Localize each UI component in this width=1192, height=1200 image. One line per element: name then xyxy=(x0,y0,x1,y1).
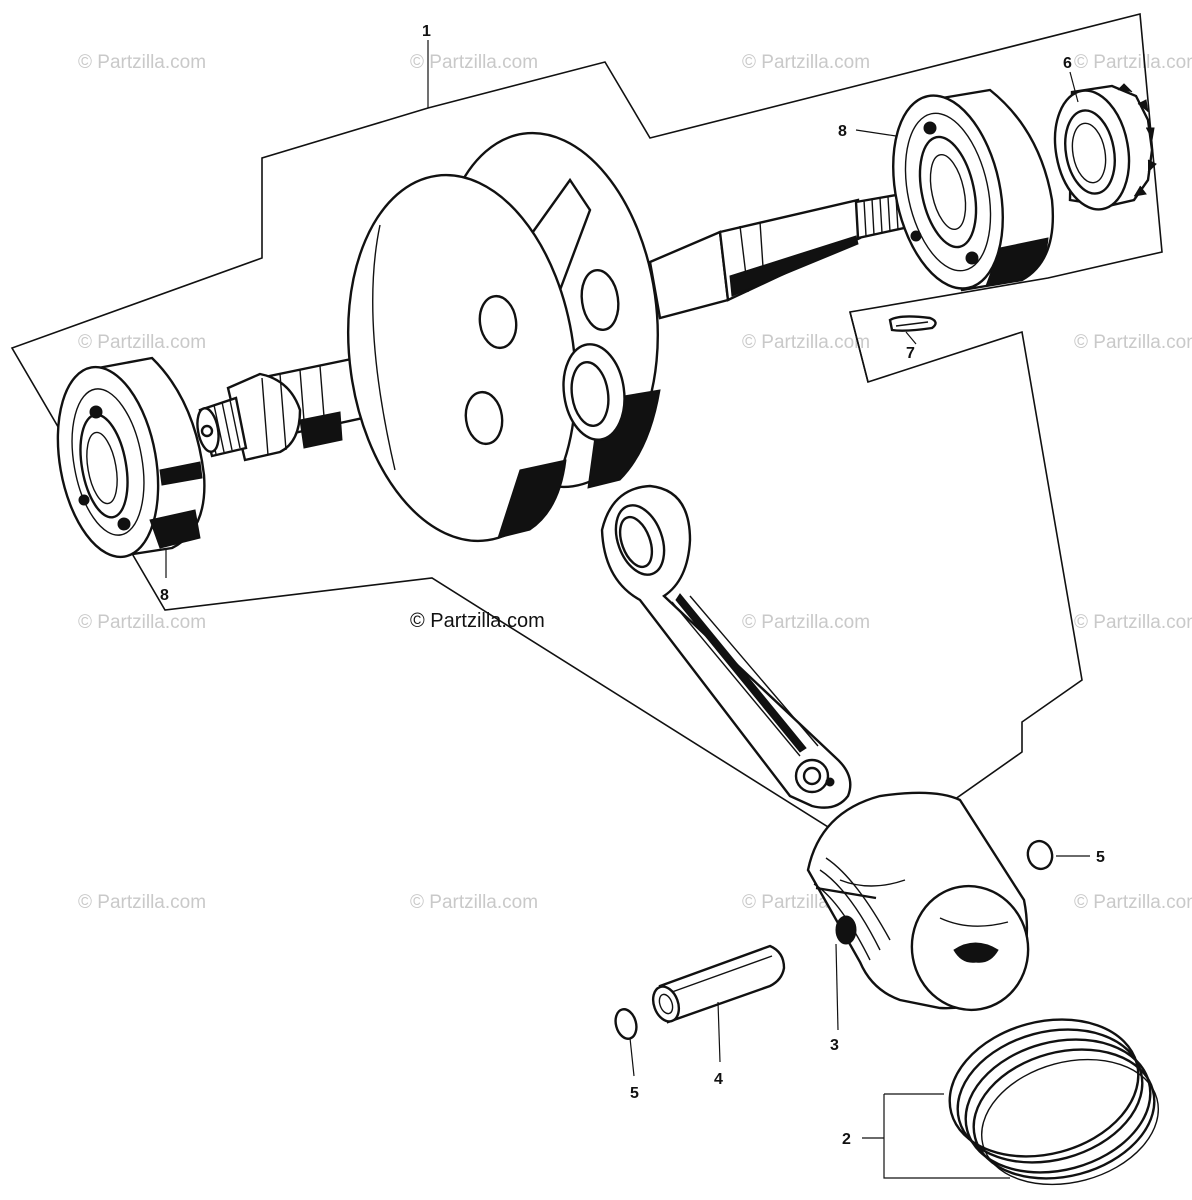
watermark: © Partzilla.com xyxy=(410,52,539,73)
left-bearing xyxy=(56,356,206,559)
crankshaft-flywheels xyxy=(346,131,661,543)
right-circlip xyxy=(1026,839,1054,871)
callout-part-5-left: 5 xyxy=(630,1085,639,1102)
watermark: © Partzilla.com xyxy=(78,332,207,353)
piston-rings xyxy=(948,1018,1160,1186)
watermark: © Partzilla.com xyxy=(1074,612,1192,633)
woodruff-key xyxy=(888,315,937,332)
callout-part-2: 2 xyxy=(842,1131,851,1148)
watermark: © Partzilla.com xyxy=(1074,892,1192,913)
watermark: © Partzilla.com xyxy=(78,892,207,913)
callout-part-8-right: 8 xyxy=(838,123,847,140)
watermark: © Partzilla.com xyxy=(742,52,871,73)
piston-pin xyxy=(651,944,786,1024)
left-circlip xyxy=(614,1008,638,1040)
callout-part-4: 4 xyxy=(714,1071,723,1088)
leader-lines xyxy=(165,40,1090,1179)
watermark: © Partzilla.com xyxy=(742,332,871,353)
callout-part-8-left: 8 xyxy=(160,587,169,604)
right-bearing xyxy=(892,88,1054,292)
watermark: © Partzilla.com xyxy=(1074,52,1192,73)
right-crankshaft-shaft xyxy=(648,192,906,320)
key-boundary-line xyxy=(849,311,869,383)
callout-part-1: 1 xyxy=(422,23,431,40)
callout-part-6: 6 xyxy=(1063,55,1072,72)
watermark: © Partzilla.com xyxy=(78,612,207,633)
watermark: © Partzilla.com xyxy=(410,892,539,913)
callout-part-3: 3 xyxy=(830,1037,839,1054)
gear-sprocket xyxy=(1053,83,1157,211)
watermark: © Partzilla.com xyxy=(1074,332,1192,353)
connecting-rod xyxy=(600,484,852,809)
copyright-label: © Partzilla.com xyxy=(410,610,545,632)
assembly-boundary-line xyxy=(10,12,1163,853)
watermark: © Partzilla.com xyxy=(742,612,871,633)
watermark: © Partzilla.com xyxy=(78,52,207,73)
piston xyxy=(806,791,1030,1012)
callout-part-5-right: 5 xyxy=(1096,849,1105,866)
callout-part-7: 7 xyxy=(906,345,915,362)
